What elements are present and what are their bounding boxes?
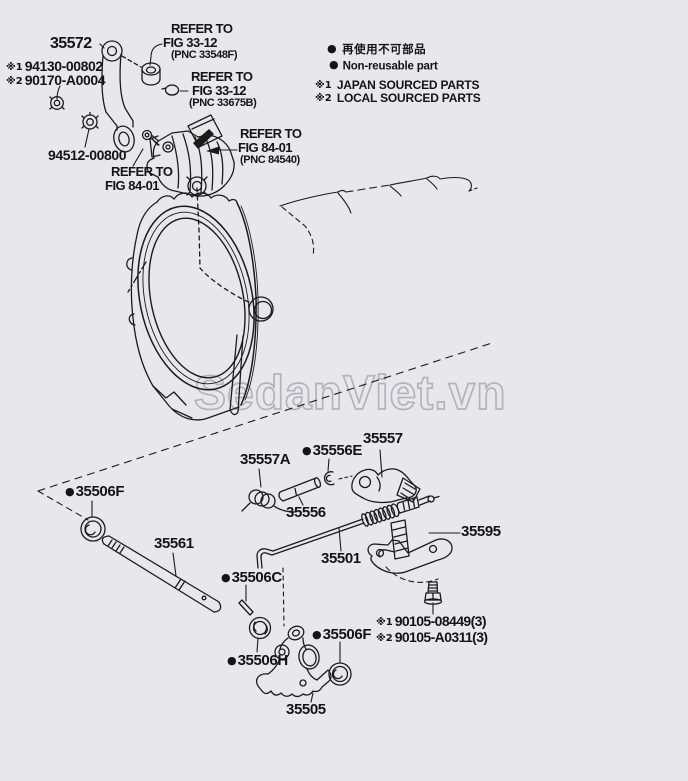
part-label-35506F-left: ●35506F	[65, 483, 125, 500]
lever-35572-drawing	[101, 40, 135, 153]
ref-mark-1: ※1	[376, 616, 393, 628]
part-label-35557A: 35557A	[240, 451, 291, 468]
part-label-35572: 35572	[50, 35, 92, 52]
dashed-link-lever	[121, 55, 142, 68]
refer-note-fig3312-mid: REFER TO FIG 33-12 (PNC 33675B)	[189, 69, 257, 109]
ref-mark-1: ※1	[6, 61, 23, 73]
non-reusable-bullet-icon: ●	[312, 627, 322, 641]
part-label-35561: 35561	[154, 535, 194, 552]
pin-35506C-drawing	[238, 599, 254, 616]
part-label-35506C: ●35506C	[221, 569, 282, 586]
legend-non-reusable-en: ● Non-reusable part	[329, 58, 438, 73]
refer-note-fig8401-left: REFER TO FIG 84-01	[105, 164, 173, 193]
bushing-33548-drawing	[141, 62, 161, 86]
nut-94512-drawing	[81, 111, 99, 130]
legend-note-japan-sourced: ※1 JAPAN SOURCED PARTS	[315, 78, 480, 92]
bushing-33675-drawing	[161, 84, 180, 96]
ref-mark-2: ※2	[315, 92, 332, 104]
refer-note-fig3312-top: REFER TO FIG 33-12 (PNC 33548F)	[163, 21, 238, 61]
bell-housing-drawing	[126, 192, 274, 421]
legend-non-reusable-jp: ● 再使用不可部品	[327, 41, 427, 57]
washer-35506H-drawing	[248, 616, 272, 640]
rod-35501-drawing	[256, 495, 440, 569]
part-label-35505: 35505	[286, 701, 326, 718]
part-label-35506F-bottom: ●35506F	[312, 626, 372, 643]
lever-35557-drawing	[351, 468, 421, 504]
transmission-phantom-drawing	[279, 175, 478, 256]
non-reusable-bullet-icon: ●	[221, 570, 231, 584]
non-reusable-bullet-icon: ●	[329, 58, 339, 71]
dashed-leader-lines	[37, 342, 493, 627]
non-reusable-bullet-icon: ●	[302, 443, 312, 457]
bolt-90105-drawing	[423, 581, 443, 605]
ref-mark-1: ※1	[315, 79, 332, 91]
pawl-35505-drawing	[255, 625, 332, 698]
part-label-35506H: ●35506H	[227, 652, 288, 669]
ref-mark-2: ※2	[376, 632, 393, 644]
legend-note-local-sourced: ※2 LOCAL SOURCED PARTS	[315, 91, 481, 105]
non-reusable-bullet-icon: ●	[327, 41, 337, 55]
part-label-35556E: ●35556E	[302, 442, 362, 459]
part-label-35556: 35556	[286, 504, 326, 521]
pin-35556-drawing	[278, 477, 322, 502]
seal-35506F-bottom-drawing	[328, 662, 352, 686]
non-reusable-bullet-icon: ●	[65, 484, 75, 498]
label-leader-lines	[56, 43, 461, 703]
clip-35556E-drawing	[323, 471, 335, 486]
refer-note-fig8401-right: REFER TO FIG 84-01 (PNC 84540)	[238, 126, 302, 166]
non-reusable-bullet-icon: ●	[227, 653, 237, 667]
part-label-35595: 35595	[461, 523, 501, 540]
part-label-35501: 35501	[321, 550, 361, 567]
ref-mark-2: ※2	[6, 75, 23, 87]
actuator-drawing	[141, 114, 235, 197]
part-label-35557: 35557	[363, 430, 403, 447]
bracket-35595-drawing	[367, 519, 453, 574]
dashed-link-actuator	[196, 187, 252, 304]
shaft-35561-drawing	[101, 535, 222, 613]
spring-35557A-drawing	[241, 489, 296, 513]
part-label-94512: 94512-00800	[48, 147, 127, 163]
seal-35506F-left-drawing	[80, 516, 106, 542]
